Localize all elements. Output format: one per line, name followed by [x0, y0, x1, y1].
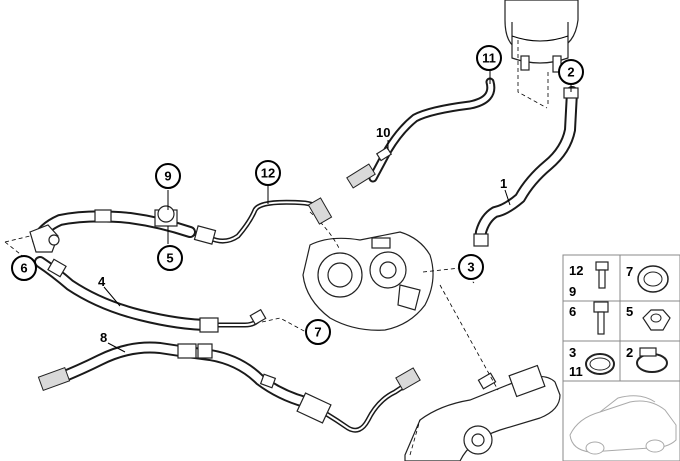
svg-text:2: 2	[567, 65, 574, 80]
suction-hose-1	[473, 86, 579, 247]
screw-clamp-icon	[636, 347, 668, 373]
legend-label-11: 11	[569, 364, 583, 379]
pressure-line-12	[187, 197, 333, 245]
callout-7: 7	[305, 319, 331, 345]
legend-label-6: 6	[569, 304, 576, 319]
callout-3: 3	[458, 254, 484, 280]
legend-label-9: 9	[569, 284, 576, 299]
callout-6: 6	[11, 255, 37, 281]
vehicle-icon	[569, 395, 677, 455]
legend-label-12: 12	[569, 263, 583, 278]
svg-text:11: 11	[482, 51, 496, 66]
hose-clamp-icon	[585, 353, 615, 375]
svg-text:7: 7	[314, 325, 321, 340]
label-1: 1	[500, 176, 507, 191]
return-hose-10	[346, 77, 496, 189]
label-8: 8	[100, 330, 107, 345]
legend-label-7: 7	[626, 264, 633, 279]
callout-2: 2	[558, 59, 584, 85]
steering-pump	[302, 231, 434, 331]
reservoir	[504, 0, 579, 73]
callout-5: 5	[157, 245, 183, 271]
bracket-6	[4, 224, 60, 259]
callout-9: 9	[155, 163, 181, 189]
label-4: 4	[98, 274, 106, 289]
legend-label-3: 3	[569, 345, 576, 360]
svg-text:9: 9	[164, 169, 171, 184]
pressure-line-8	[37, 341, 421, 433]
return-line-4	[34, 256, 267, 333]
bolt-icon	[595, 261, 609, 289]
steering-gear	[404, 364, 561, 461]
legend-label-2: 2	[626, 345, 633, 360]
washer-icon	[637, 265, 669, 293]
svg-text:3: 3	[467, 260, 474, 275]
callout-11: 11	[476, 45, 502, 71]
pressure-hose-9	[32, 205, 196, 246]
hex-bolt-icon	[593, 301, 609, 335]
hardware-legend: 12 9 7 6 5 3 11 2	[562, 254, 680, 461]
svg-text:6: 6	[20, 261, 27, 276]
callout-12: 12	[255, 160, 281, 186]
legend-label-5: 5	[626, 304, 633, 319]
svg-text:12: 12	[261, 166, 275, 181]
svg-text:5: 5	[166, 251, 173, 266]
nut-icon	[642, 309, 671, 331]
label-10: 10	[376, 125, 390, 140]
